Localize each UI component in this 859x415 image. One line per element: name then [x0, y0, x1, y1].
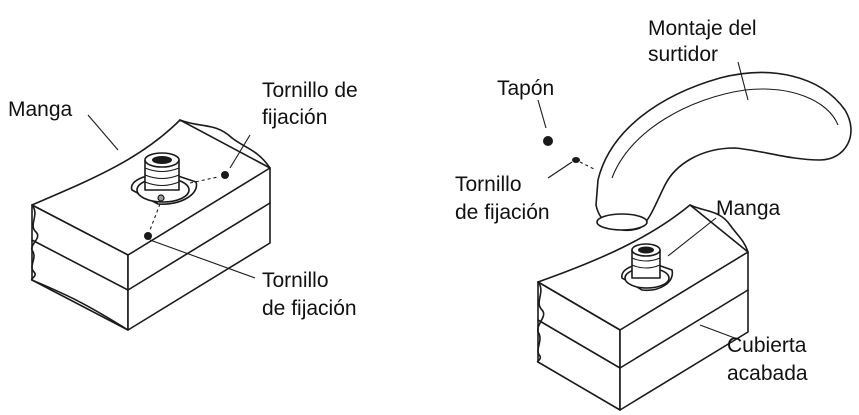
label-spout-line2: surtidor	[648, 43, 719, 66]
label-left-sleeve: Manga	[8, 98, 73, 121]
leader-right-screw	[547, 161, 573, 179]
label-deck-line1: Cubierta	[727, 334, 807, 357]
label-left-screw-bottom-line2: de fijación	[262, 297, 357, 320]
leader-right-spout	[737, 61, 749, 101]
right-sleeve-fitting	[621, 243, 674, 292]
left-deck-block	[30, 119, 271, 331]
leader-right-plug	[537, 99, 547, 129]
leader-left-screw-top	[229, 134, 251, 169]
spout-assembly	[595, 71, 852, 231]
leader-right-deck	[699, 324, 741, 341]
leader-left-sleeve	[87, 114, 119, 151]
right-plug-and-screw	[543, 136, 597, 171]
label-left-screw-top-line2: fijación	[262, 106, 328, 129]
label-spout-line1: Montaje del	[648, 17, 757, 40]
leader-left-screw-bottom	[149, 239, 256, 279]
label-right-sleeve: Manga	[716, 197, 781, 220]
left-set-screws	[144, 171, 229, 240]
right-deck-block	[536, 204, 749, 411]
label-right-screw-line2: de fijación	[455, 201, 550, 224]
label-plug: Tapón	[497, 77, 555, 100]
left-sleeve-fitting	[130, 152, 198, 205]
leader-right-sleeve	[667, 217, 717, 257]
label-left-screw-bottom-line1: Tornillo	[262, 269, 329, 292]
label-left-screw-top-line1: Tornillo de	[262, 79, 358, 102]
label-deck-line2: acabada	[727, 362, 808, 385]
label-right-screw-line1: Tornillo	[455, 173, 522, 196]
